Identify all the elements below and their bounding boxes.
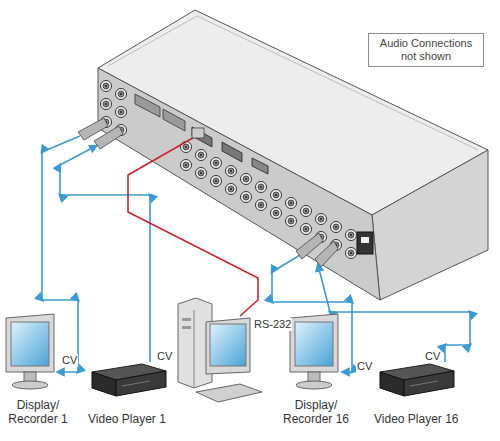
display-icon — [290, 314, 338, 389]
dip-switch — [252, 158, 268, 174]
rs232-cable — [128, 135, 258, 316]
signal-name: CV — [61, 354, 78, 367]
note-text: Audio Connections not shown — [373, 37, 479, 63]
device-label: Video Player 1 — [88, 412, 166, 426]
video-player-icon — [380, 364, 454, 396]
signal-name: CV — [424, 350, 441, 363]
computer-icon — [178, 298, 262, 402]
device-name: Display/ Recorder 1 — [2, 398, 74, 426]
device-name: Video Player 16 — [374, 412, 459, 426]
terminal-block — [135, 94, 160, 117]
cv-cable — [60, 146, 150, 362]
db9-port — [222, 142, 242, 162]
signal-name: CV — [356, 360, 373, 373]
power-inlet — [357, 232, 373, 254]
db9-port — [192, 127, 212, 147]
switcher-rear-panel — [98, 68, 380, 300]
video-player-icon — [92, 364, 166, 396]
cv-cable — [318, 265, 470, 362]
port-name: RS-232 — [253, 318, 292, 331]
bnc-plugs — [78, 118, 338, 267]
display-icon — [6, 314, 54, 389]
device-name: Display/ Recorder 16 — [276, 398, 356, 426]
note-box: Audio Connections not shown — [368, 33, 484, 67]
terminal-block — [163, 109, 185, 131]
switcher-side — [372, 150, 488, 300]
device-label: Display/ Recorder 1 — [2, 398, 74, 426]
device-label: Video Player 16 — [374, 412, 459, 426]
device-label: Display/ Recorder 16 — [276, 398, 356, 426]
cv-cable — [272, 255, 352, 372]
signal-name: CV — [156, 350, 173, 363]
device-name: Video Player 1 — [88, 412, 166, 426]
power-switch — [361, 237, 369, 243]
